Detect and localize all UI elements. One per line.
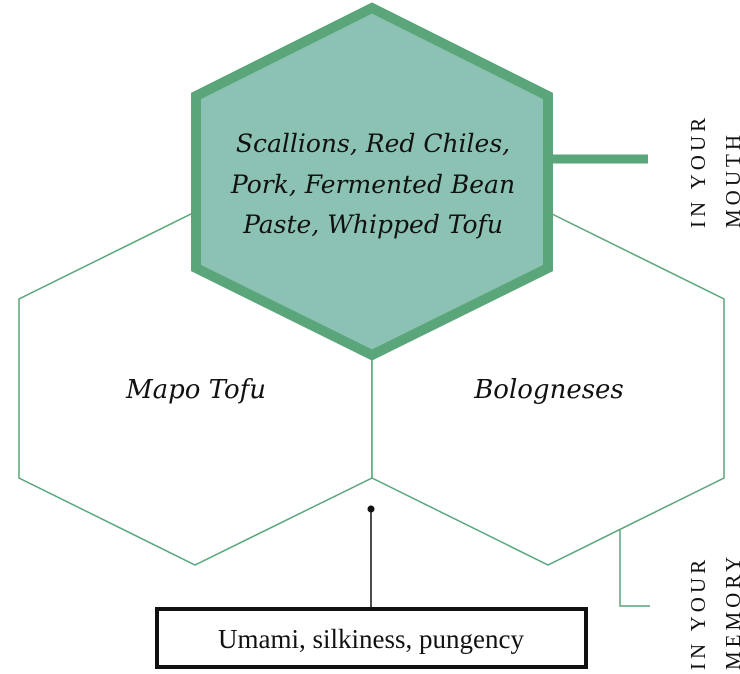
mouth-side-label: IN YOUR MOUTH: [686, 114, 740, 228]
top-hex-line-1: Scallions, Red Chiles,: [236, 129, 510, 158]
result-box-label: Umami, silkiness, pungency: [218, 624, 524, 654]
memory-label-line-2: MEMORY: [721, 553, 740, 670]
top-hex-line-3: Paste, Whipped Tofu: [242, 210, 503, 239]
left-hex-label: Mapo Tofu: [125, 375, 266, 405]
right-hex-label: Bologneses: [473, 375, 624, 405]
mouth-label-line-2: MOUTH: [721, 131, 740, 228]
memory-side-label: IN YOUR MEMORY: [686, 553, 740, 670]
top-hex-line-2: Pork, Fermented Bean: [230, 170, 515, 199]
mouth-label-line-1: IN YOUR: [686, 114, 710, 228]
memory-label-line-1: IN YOUR: [686, 556, 710, 670]
top-hexagon: [191, 2, 553, 361]
memory-connector: [619, 530, 650, 607]
result-box: [155, 607, 588, 669]
